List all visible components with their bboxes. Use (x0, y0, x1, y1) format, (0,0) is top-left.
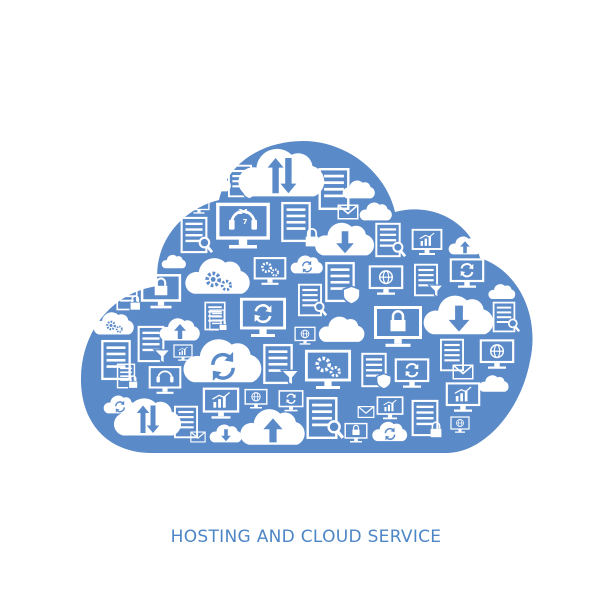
support-24-7-badge: 24 7 (238, 208, 248, 226)
badge-days: 7 (243, 218, 248, 226)
caption-title: HOSTING AND CLOUD SERVICE (170, 527, 442, 547)
badge-hours: 24 (238, 208, 248, 216)
cloud-icon (198, 173, 231, 192)
